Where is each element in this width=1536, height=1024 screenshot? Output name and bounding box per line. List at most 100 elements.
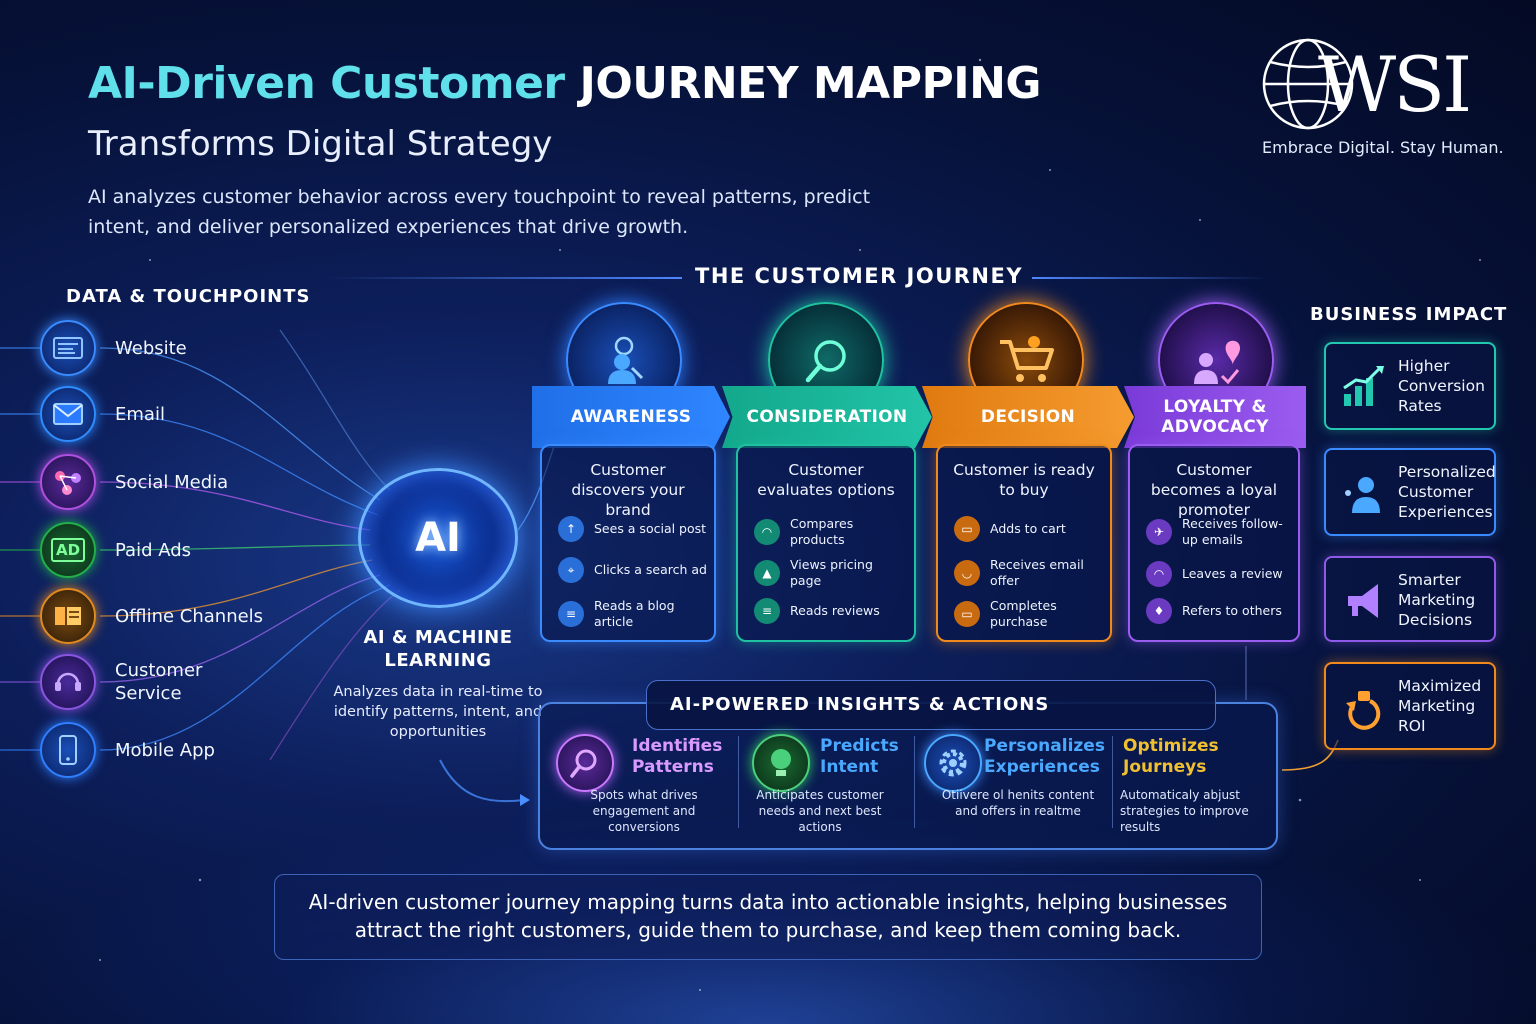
card-icon: ▭ <box>954 516 980 542</box>
stage-loyalty-item: ◠ Leaves a review <box>1146 561 1292 587</box>
stage-item-label: Leaves a review <box>1182 566 1283 581</box>
ai-brain-icon: AI <box>358 468 518 608</box>
page-title: AI-Driven Customer JOURNEY MAPPING <box>88 58 1042 109</box>
stage-awareness-banner: AWARENESS <box>532 386 730 448</box>
lightbulb-icon <box>752 734 810 792</box>
insights-heading: AI-POWERED INSIGHTS & ACTIONS <box>670 694 1050 715</box>
touchpoints-heading: DATA & TOUCHPOINTS <box>66 286 311 307</box>
impact-label: Maximized Marketing ROI <box>1398 677 1482 735</box>
insight-description: Anticipates customer needs and next best… <box>756 788 884 834</box>
insight-description: Spots what drives engagement and convers… <box>590 788 698 834</box>
offer-icon: ◡ <box>954 560 980 586</box>
impact-label: Higher Conversion Rates <box>1398 357 1485 415</box>
stage-item-label: Clicks a search ad <box>594 562 707 577</box>
business-impact-heading: BUSINESS IMPACT <box>1310 304 1508 325</box>
stage-loyalty-card: Customer becomes a loyal promoter ✈ Recei… <box>1128 444 1300 642</box>
insight-title-text: Personalizes Experiences <box>984 736 1105 777</box>
stage-consideration-item: ◠Compares products <box>754 516 908 548</box>
magnifier-icon <box>556 734 614 792</box>
insights-heading-box <box>646 680 1216 730</box>
stage-awareness-item: ≡Reads a blog article <box>558 598 708 630</box>
click-icon: ⌖ <box>558 557 584 583</box>
stage-consideration-banner: CONSIDERATION <box>722 386 932 448</box>
impact-label: Personalized Customer Experiences <box>1398 463 1496 521</box>
stage-loyalty-item: ✈ Receives follow-up emails <box>1146 516 1292 548</box>
roi-icon <box>1340 685 1386 731</box>
stage-item-label: Completes purchase <box>990 598 1057 629</box>
summary-box <box>274 874 1262 960</box>
impact-card-conversion: Higher Conversion Rates <box>1324 342 1496 430</box>
arrow-up-icon: ↑ <box>558 516 584 542</box>
ai-title: AI & MACHINE LEARNING <box>363 627 513 671</box>
journey-heading: THE CUSTOMER JOURNEY <box>695 264 1024 288</box>
stage-loyalty-item: ♦Refers to others <box>1146 598 1292 624</box>
title-part-2: JOURNEY MAPPING <box>579 58 1042 109</box>
stage-decision-card: Customer is ready to buy ▭ Adds to cart ◡… <box>936 444 1112 642</box>
insight-title-text: Optimizes Journeys <box>1123 736 1219 777</box>
insight-title: Identifies Patterns <box>632 736 728 778</box>
stage-item-label: Reads a blog article <box>594 598 675 629</box>
stage-decision-item: ◡ Receives email offer <box>954 557 1104 589</box>
purchase-icon: ▭ <box>954 601 980 627</box>
review-list-icon: ≡ <box>754 598 780 624</box>
summary-text: AI-driven customer journey mapping turns… <box>308 890 1228 942</box>
lightbulb-person-icon <box>608 336 644 384</box>
stage-loyalty-description: Customer becomes a loyal promoter <box>1150 461 1278 519</box>
insight-description: Automaticaly abjust strategies to improv… <box>1120 788 1249 834</box>
stage-decision-item: ▭ Completes purchase <box>954 598 1104 630</box>
insight-title: Optimizes Journeys <box>1123 736 1223 778</box>
insight-title: Personalizes Experiences <box>984 736 1105 778</box>
ai-core-label: AI <box>415 515 461 561</box>
page-subtitle: Transforms Digital Strategy <box>88 124 553 164</box>
review-icon: ◠ <box>1146 561 1172 587</box>
stage-item-label: Receives follow-up emails <box>1182 516 1283 547</box>
touchpoint-label-offline-channels: Offline Channels <box>115 606 264 627</box>
social-media-icon[interactable] <box>40 454 96 510</box>
stage-item-label: Compares products <box>790 516 854 547</box>
stage-consideration-item: ≡ Reads reviews <box>754 598 908 624</box>
stage-item-label: Reads reviews <box>790 603 880 618</box>
touchpoint-label-social-media: Social Media <box>115 472 229 493</box>
ad-icon[interactable]: AD <box>40 522 96 578</box>
ai-description: Analyzes data in real-time to identify p… <box>333 684 543 740</box>
impact-card-personalized: Personalized Customer Experiences <box>1324 448 1496 536</box>
impact-card-decisions: Smarter Marketing Decisions <box>1324 556 1496 642</box>
stage-item-label: Receives email offer <box>990 557 1084 588</box>
logo-wordmark: WSI <box>1318 40 1472 129</box>
stage-item-label: Sees a social post <box>594 521 707 536</box>
touchpoint-label-paid-ads: Paid Ads <box>115 540 192 561</box>
stage-item-label: Adds to cart <box>990 521 1066 536</box>
email-icon[interactable] <box>40 386 96 442</box>
stage-awareness-item: ⌖ Clicks a search ad <box>558 557 708 583</box>
journey-heading-line-right <box>1032 277 1268 279</box>
stage-item-label: Views pricing page <box>790 557 873 588</box>
intro-text: AI analyzes customer behavior across eve… <box>88 186 871 238</box>
follow-up-icon: ✈ <box>1146 519 1172 545</box>
insight-title-text: Identifies Patterns <box>632 736 723 777</box>
stage-consideration-item: ▲Views pricing page <box>754 557 908 589</box>
customer-service-icon[interactable] <box>40 654 96 710</box>
offline-channels-icon[interactable] <box>40 588 96 644</box>
mobile-app-icon[interactable] <box>40 722 96 778</box>
stage-loyalty-banner: LOYALTY & ADVOCACY <box>1124 386 1306 448</box>
ad-icon-glyph: AD <box>50 538 86 562</box>
heart-person-icon <box>1194 340 1240 385</box>
stage-consideration-description: Customer evaluates options <box>757 461 895 499</box>
insight-description: Otiivere ol henits content and offers in… <box>941 788 1095 818</box>
magnifier-icon <box>805 340 846 383</box>
growth-chart-icon <box>1340 364 1386 410</box>
logo-tagline: Embrace Digital. Stay Human. <box>1262 138 1504 157</box>
impact-label: Smarter Marketing Decisions <box>1398 571 1476 629</box>
megaphone-icon <box>1340 578 1386 624</box>
website-icon[interactable] <box>40 320 96 376</box>
touchpoint-label-website: Website <box>115 338 187 359</box>
insight-divider <box>914 736 915 828</box>
gear-icon <box>924 734 982 792</box>
person-icon <box>1340 471 1386 517</box>
touchpoint-label-customer-service: Customer Service <box>115 660 203 704</box>
stage-item-label: Refers to others <box>1182 603 1282 618</box>
insight-divider <box>1112 736 1113 828</box>
stage-decision-description: Customer is ready to buy <box>953 461 1095 499</box>
globe-logo-icon <box>1262 38 1354 130</box>
